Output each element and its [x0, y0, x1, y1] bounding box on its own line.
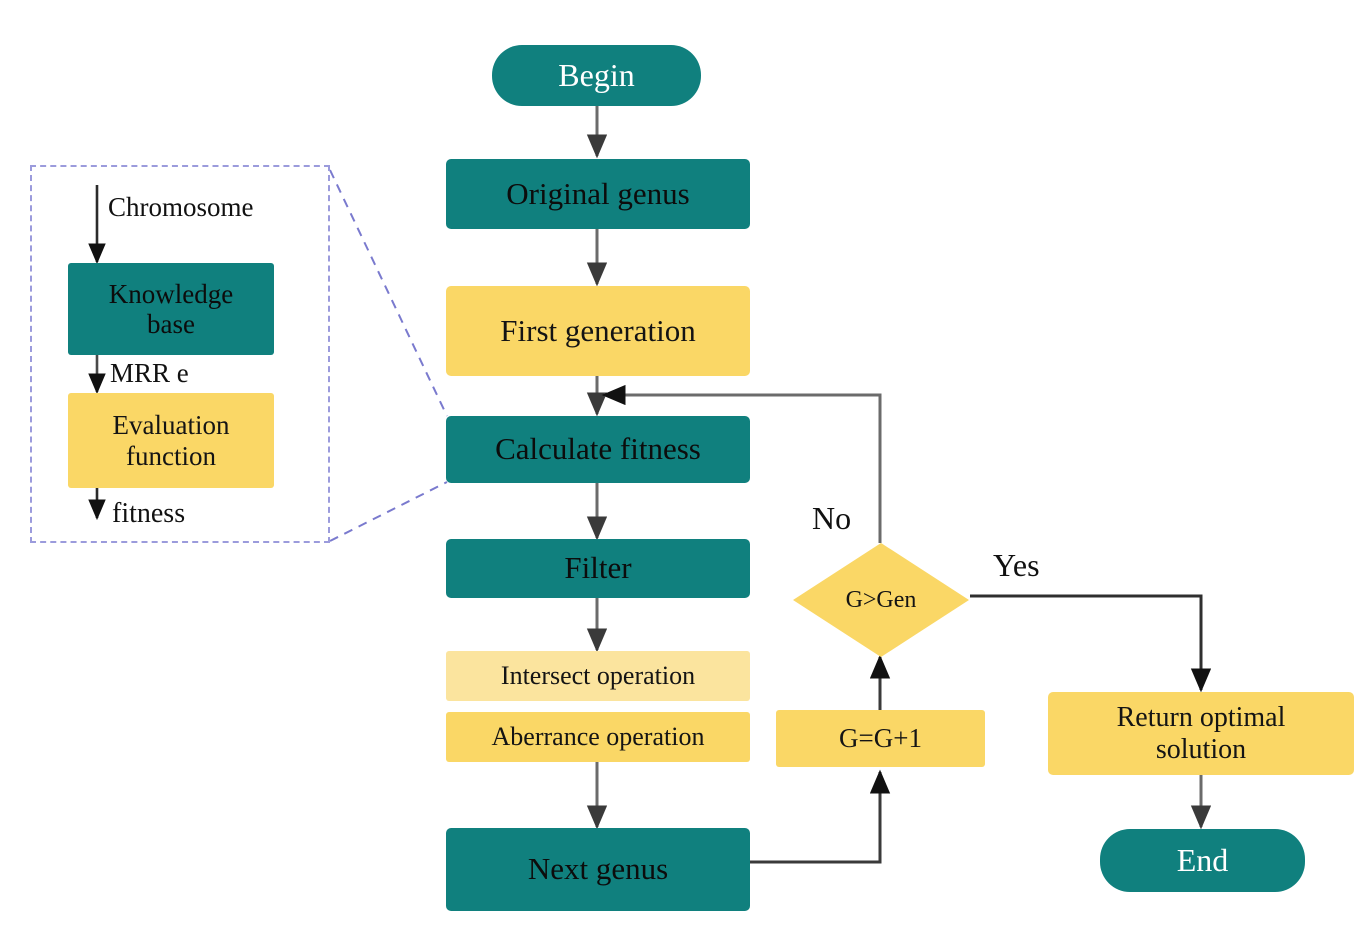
node-filter: Filter	[446, 539, 750, 598]
arrow-decision-yes-to-return	[970, 594, 1212, 693]
decision-condition-label: G>Gen	[845, 586, 917, 613]
inset-panel-fitness-evaluation	[30, 165, 330, 543]
inset-mrr-label: MRR e	[110, 358, 189, 388]
node-aberrance-operation: Aberrance operation	[446, 712, 750, 762]
arrow-nextgenus-to-increment	[750, 769, 891, 864]
node-first-generation: First generation	[446, 286, 750, 376]
inset-evaluation-function-node: Evaluation function	[68, 393, 274, 488]
node-intersect-operation: Intersect operation	[446, 651, 750, 701]
node-decision-g-gt-gen: G>Gen	[793, 543, 969, 657]
inset-evaluation-line1: Evaluation	[112, 410, 230, 441]
node-calculate-fitness: Calculate fitness	[446, 416, 750, 483]
node-return-optimal-solution: Return optimal solution	[1048, 692, 1354, 775]
inset-chromosome-label: Chromosome	[108, 192, 254, 222]
inset-knowledge-base-node: Knowledge base	[68, 263, 274, 355]
node-original-genus: Original genus	[446, 159, 750, 229]
node-end: End	[1100, 829, 1305, 892]
return-optimal-line1: Return optimal	[1116, 702, 1286, 734]
return-optimal-line2: solution	[1155, 733, 1247, 765]
inset-fitness-output-label: fitness	[112, 498, 186, 529]
inset-knowledge-base-line2: base	[147, 309, 195, 339]
inset-evaluation-line2: function	[126, 440, 216, 471]
node-begin: Begin	[492, 45, 701, 106]
node-increment-generation: G=G+1	[776, 710, 985, 767]
decision-no-label: No	[812, 500, 852, 536]
decision-yes-label: Yes	[993, 547, 1040, 583]
callout-line-bottom	[329, 481, 448, 542]
node-next-genus: Next genus	[446, 828, 750, 911]
callout-line-top	[329, 169, 448, 417]
inset-knowledge-base-line1: Knowledge	[108, 278, 234, 309]
